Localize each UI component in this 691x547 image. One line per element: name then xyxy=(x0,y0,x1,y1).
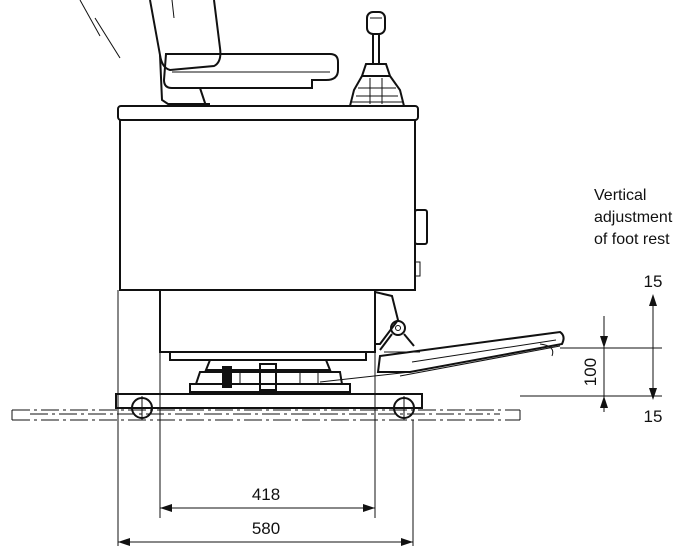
seat-armrest xyxy=(162,53,339,107)
caption-line-1: Vertical xyxy=(594,187,646,204)
joystick xyxy=(348,11,406,107)
inner-width-dimension xyxy=(160,504,375,512)
caption-line-2: adjustment xyxy=(594,209,673,226)
outer-width-dimension xyxy=(118,538,413,546)
slide-rails xyxy=(11,393,521,421)
outer-width-label: 580 xyxy=(252,519,280,538)
foot-rest xyxy=(319,320,565,383)
adjust-down-label: 15 xyxy=(644,407,663,426)
height-range-label: 100 xyxy=(581,358,600,386)
lower-compartment xyxy=(159,289,400,361)
caption-line-3: of foot rest xyxy=(594,231,670,248)
base-top-plate xyxy=(117,105,419,121)
height-range-dimension xyxy=(520,316,662,412)
swivel-mechanism xyxy=(189,359,351,393)
adjustment-arrow xyxy=(649,294,657,400)
base-housing xyxy=(119,119,428,291)
adjust-up-label: 15 xyxy=(644,272,663,291)
inner-width-label: 418 xyxy=(252,485,280,504)
dimension-extension-lines xyxy=(117,290,414,546)
